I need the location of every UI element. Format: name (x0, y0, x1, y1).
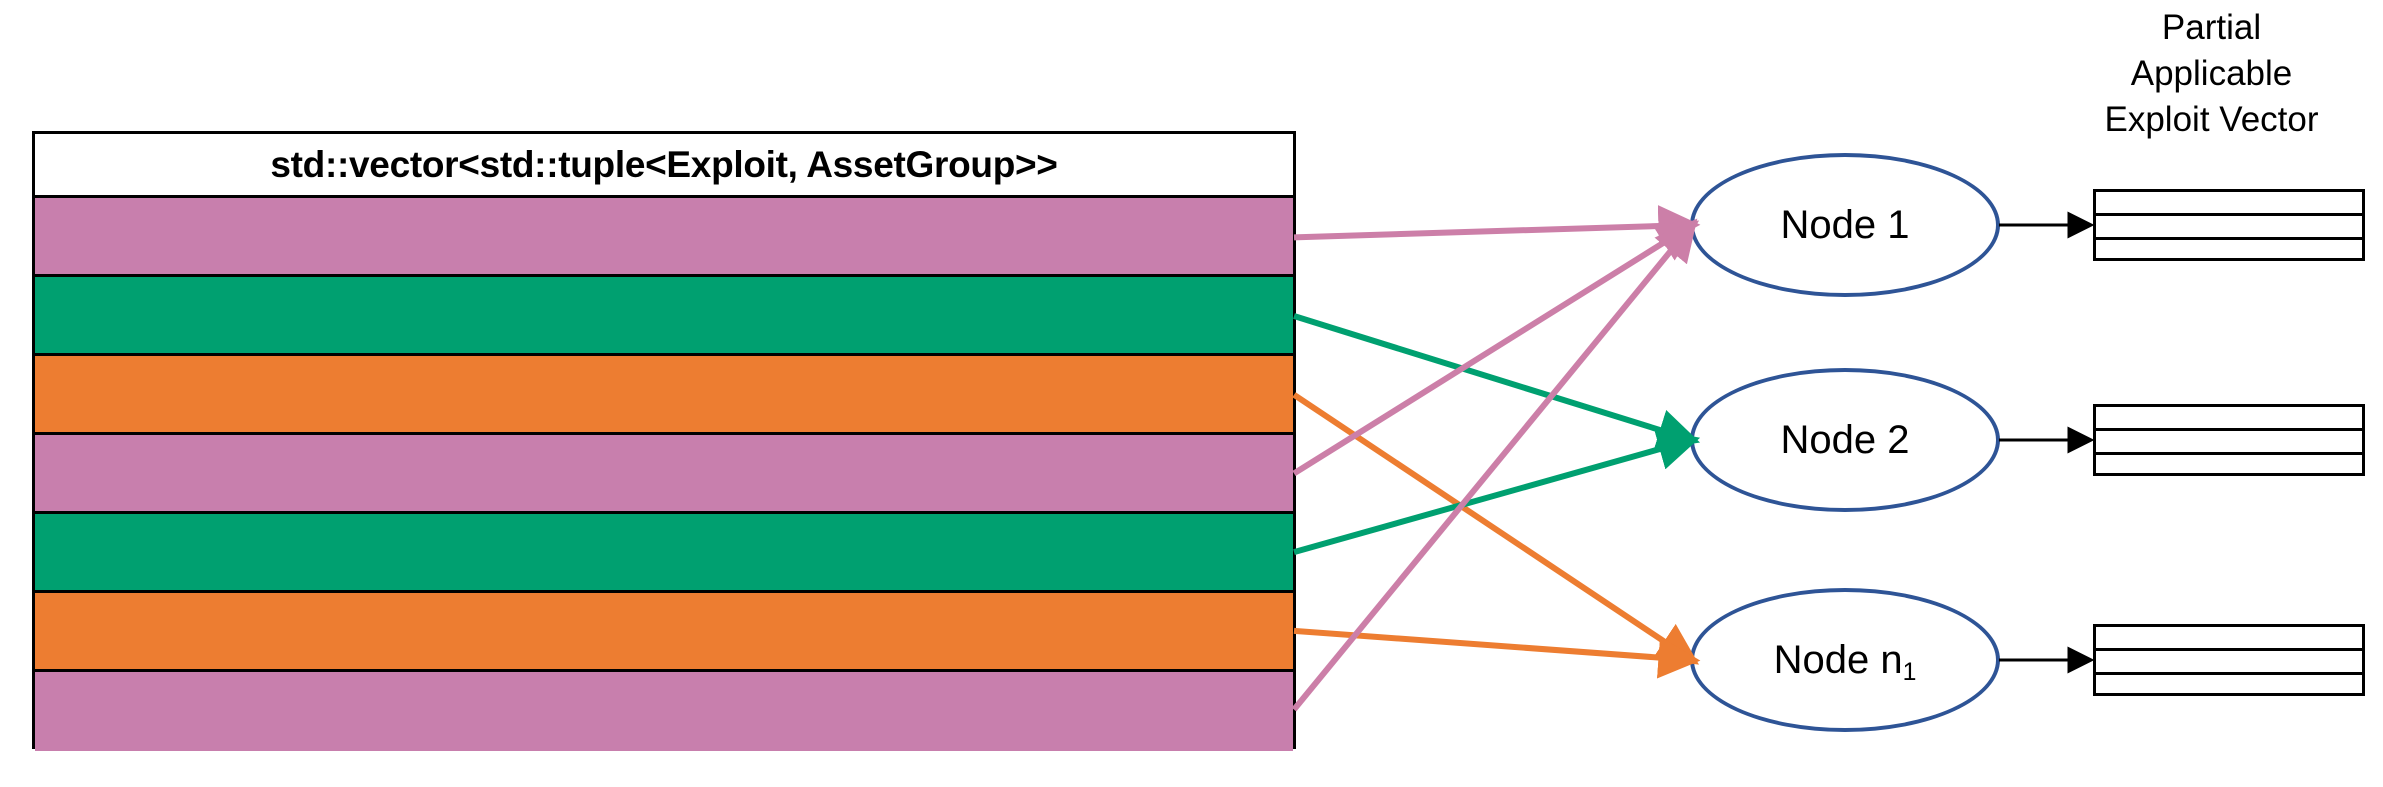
caption-line-2: Applicable (2130, 54, 2293, 93)
partial-exploit-vector-box-2 (2093, 404, 2365, 476)
arrow-row-7-to-node-1 (1291, 218, 1698, 712)
partial-exploit-vector-box-3 (2093, 624, 2365, 696)
node-n1-label-text: Node n (1773, 637, 1903, 682)
caption-line-1: Partial (2161, 8, 2262, 47)
vector-table-row-4 (35, 435, 1293, 514)
vector-table-row-5 (35, 514, 1293, 593)
arrow-row-4-to-node-1 (1292, 220, 1700, 476)
pae-box-2-cell-3 (2096, 455, 2362, 479)
node-n1-label: Node n1 (1773, 637, 1917, 687)
arrow-row-5-to-node-2 (1293, 428, 1701, 556)
node-ellipse-1[interactable]: Node 1 (1690, 153, 2000, 297)
partial-applicable-exploit-vector-caption: Partial Applicable Exploit Vector (2040, 5, 2383, 143)
pae-box-3-cell-3 (2096, 675, 2362, 699)
node-ellipse-n1[interactable]: Node n1 (1690, 588, 2000, 732)
arrow-row-6-to-node-n1 (1293, 627, 1701, 679)
vector-table-row-3 (35, 356, 1293, 435)
vector-table-row-6 (35, 593, 1293, 672)
pae-box-1-cell-3 (2096, 240, 2362, 264)
pae-box-3-cell-1 (2096, 627, 2362, 651)
node-ellipse-2[interactable]: Node 2 (1690, 368, 2000, 512)
partial-exploit-vector-box-1 (2093, 189, 2365, 261)
vector-table-row-2 (35, 277, 1293, 356)
exploit-assetgroup-vector-table: std::vector<std::tuple<Exploit, AssetGro… (32, 131, 1296, 751)
vector-table-header-label: std::vector<std::tuple<Exploit, AssetGro… (270, 143, 1058, 185)
arrow-row-1-to-node-1 (1293, 205, 1701, 248)
node-1-label-text: Node 1 (1780, 202, 1910, 247)
vector-table-header: std::vector<std::tuple<Exploit, AssetGro… (35, 134, 1293, 198)
pae-box-2-cell-2 (2096, 431, 2362, 455)
pae-box-1-cell-2 (2096, 216, 2362, 240)
node-2-label: Node 2 (1781, 418, 1910, 463)
node-2-label-text: Node 2 (1780, 417, 1910, 462)
pae-box-3-cell-2 (2096, 651, 2362, 675)
vector-table-row-1 (35, 198, 1293, 277)
pae-box-1-cell-1 (2096, 192, 2362, 216)
arrow-row-2-to-node-2 (1293, 313, 1701, 451)
pae-box-2-cell-1 (2096, 407, 2362, 431)
vector-table-row-7 (35, 672, 1293, 751)
node-n1-label-subscript: 1 (1902, 659, 1917, 687)
caption-line-3: Exploit Vector (2104, 100, 2319, 139)
node-1-label: Node 1 (1781, 203, 1910, 248)
arrow-row-3-to-node-n1 (1292, 392, 1699, 665)
